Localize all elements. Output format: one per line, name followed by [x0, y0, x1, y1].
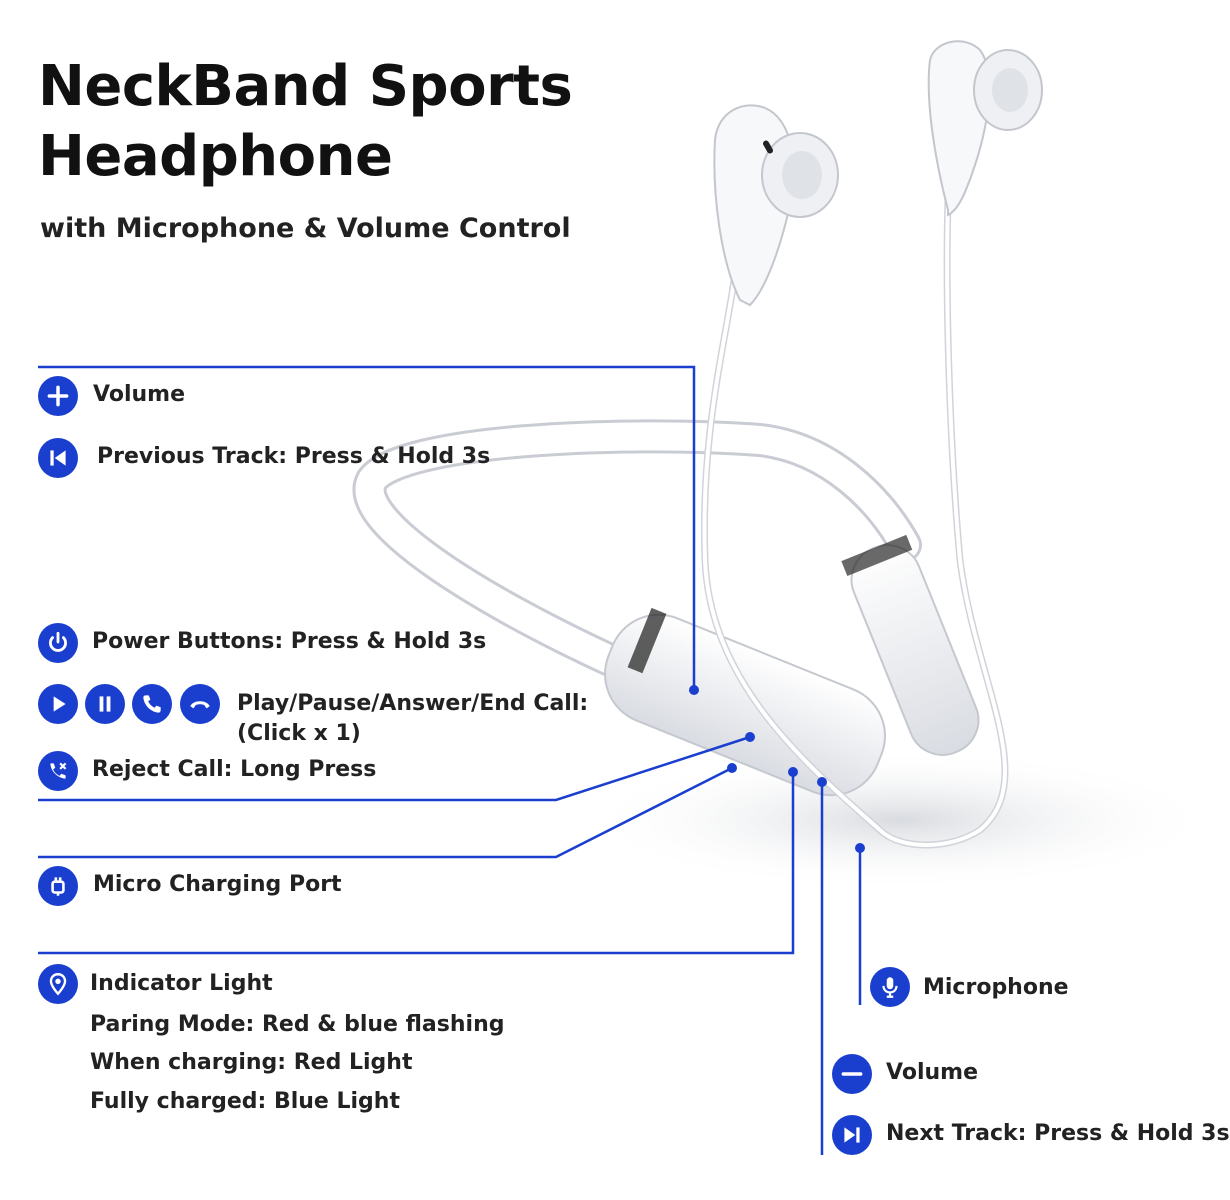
phone-end-icon: [180, 684, 220, 724]
indicator-label: Indicator Light: [90, 971, 273, 996]
product-diagram: [38, 40, 1220, 1155]
play-pause-label: Play/Pause/Answer/End Call: (Click x 1): [237, 689, 588, 749]
indicator-detail-pairing: Paring Mode: Red & blue flashing: [90, 1012, 505, 1037]
title-line-1: NeckBand Sports: [38, 54, 573, 119]
page-subtitle: with Microphone & Volume Control: [40, 213, 571, 244]
phone-answer-icon: [132, 684, 172, 724]
leader-lines: [38, 365, 862, 1155]
power-icon: [38, 623, 78, 663]
page-title: NeckBand Sports Headphone: [38, 52, 658, 192]
charging-port-icon: [38, 866, 78, 906]
pause-icon: [85, 684, 125, 724]
play-pause-label-line-2: (Click x 1): [237, 721, 361, 746]
charging-port-label: Micro Charging Port: [93, 872, 342, 897]
right-control-module: [841, 534, 980, 756]
plus-circle-icon: [38, 376, 78, 416]
microphone-icon: [870, 967, 910, 1007]
volume-down-label: Volume: [886, 1060, 978, 1085]
previous-track-icon: [38, 438, 78, 478]
left-control-module: [604, 607, 886, 797]
indicator-detail-charged: Fully charged: Blue Light: [90, 1089, 400, 1114]
microphone-label: Microphone: [923, 975, 1069, 1000]
previous-track-label: Previous Track: Press & Hold 3s: [97, 444, 491, 469]
left-earbud: [713, 104, 839, 307]
volume-up-label: Volume: [93, 382, 185, 407]
floor-shadow: [580, 750, 1220, 890]
next-track-icon: [832, 1115, 872, 1155]
indicator-detail-charging: When charging: Red Light: [90, 1050, 413, 1075]
next-track-label: Next Track: Press & Hold 3s: [886, 1121, 1230, 1146]
reject-call-icon: [38, 751, 78, 791]
play-icon: [38, 684, 78, 724]
title-line-2: Headphone: [38, 124, 393, 189]
right-earbud: [927, 40, 1043, 217]
location-pin-icon: [38, 964, 78, 1004]
power-label: Power Buttons: Press & Hold 3s: [92, 629, 487, 654]
leader-dots: [689, 685, 865, 853]
minus-circle-icon: [832, 1054, 872, 1094]
play-pause-label-line-1: Play/Pause/Answer/End Call:: [237, 691, 589, 716]
reject-call-label: Reject Call: Long Press: [92, 757, 377, 782]
